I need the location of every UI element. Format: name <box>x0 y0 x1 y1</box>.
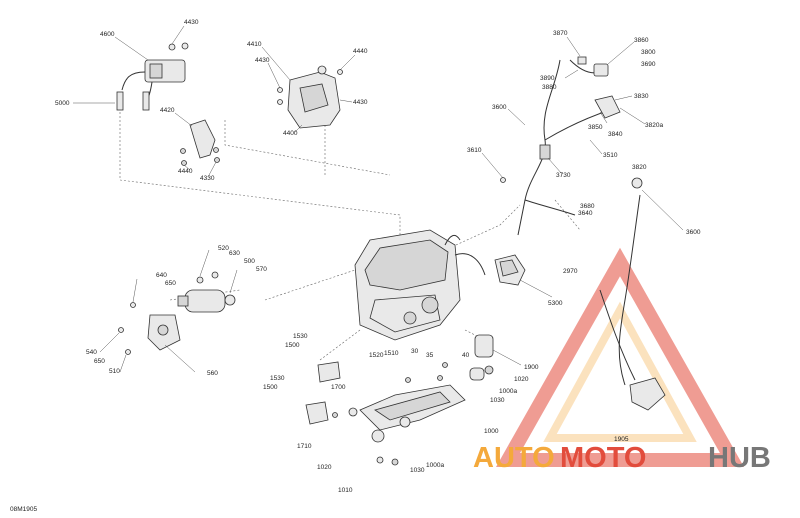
watermark-auto: AUTO <box>473 442 555 474</box>
watermark-logo <box>495 247 745 467</box>
part-number-labels: 4430 4600 5000 4420 4440 4330 4410 4430 4440 4430… <box>55 19 701 494</box>
part-label-640: 640 <box>156 272 167 279</box>
part-label-3830: 3830 <box>634 93 649 100</box>
part-label-1520: 1520 <box>369 352 384 359</box>
part-label-3690: 3690 <box>641 61 656 68</box>
ignition-coil-assembly <box>116 42 189 111</box>
part-label-1000: 1000 <box>484 428 499 435</box>
air-intake-part <box>494 254 526 286</box>
part-label-3870: 3870 <box>553 30 568 37</box>
part-label-4440b: 4440 <box>353 48 368 55</box>
part-label-4600: 4600 <box>100 31 115 38</box>
part-label-1905: 1905 <box>614 436 629 443</box>
part-label-3640: 3640 <box>578 210 593 217</box>
part-label-40: 40 <box>462 352 470 359</box>
part-label-520: 520 <box>218 245 229 252</box>
part-label-4430c: 4430 <box>353 99 368 106</box>
starter-motor <box>118 271 236 355</box>
watermark-hub: HUB <box>708 442 771 474</box>
callout-leader-lines <box>73 25 684 373</box>
part-label-650b: 650 <box>94 358 105 365</box>
part-label-650a: 650 <box>165 280 176 287</box>
part-label-3820: 3820 <box>632 164 647 171</box>
part-label-1710: 1710 <box>297 443 312 450</box>
wiring-harness <box>500 56 666 411</box>
part-label-630: 630 <box>229 250 240 257</box>
part-label-4430b: 4430 <box>255 57 270 64</box>
part-label-540: 540 <box>86 349 97 356</box>
engine-support-bracket <box>277 65 343 129</box>
part-label-1530b: 1530 <box>270 375 285 382</box>
engine-block <box>354 229 486 341</box>
watermark-moto: MOTO <box>560 442 646 474</box>
watermark-text: AUTO MOTO HUB <box>473 442 771 474</box>
part-label-5000: 5000 <box>55 100 70 107</box>
part-label-3800: 3800 <box>641 49 656 56</box>
dashed-leader-lines <box>119 100 581 361</box>
part-label-4410: 4410 <box>247 41 262 48</box>
part-label-2970: 2970 <box>563 268 578 275</box>
part-label-3820a: 3820a <box>645 122 663 129</box>
part-label-4400: 4400 <box>283 130 298 137</box>
part-label-4330: 4330 <box>200 175 215 182</box>
part-label-4420: 4420 <box>160 107 175 114</box>
part-label-510: 510 <box>109 368 120 375</box>
part-label-3730: 3730 <box>556 172 571 179</box>
part-label-1900: 1900 <box>524 364 539 371</box>
engine-mount-assembly <box>305 334 494 466</box>
part-label-3840: 3840 <box>608 131 623 138</box>
part-label-1010: 1010 <box>338 487 353 494</box>
part-label-3880: 3880 <box>542 84 557 91</box>
part-label-4430a: 4430 <box>184 19 199 26</box>
part-label-1500a: 1500 <box>285 342 300 349</box>
part-label-500: 500 <box>244 258 255 265</box>
part-label-3890: 3890 <box>540 75 555 82</box>
part-label-1700: 1700 <box>331 384 346 391</box>
part-label-1020a: 1020 <box>514 376 529 383</box>
part-label-1530a: 1530 <box>293 333 308 340</box>
part-label-3600b: 3600 <box>686 229 701 236</box>
part-label-5300: 5300 <box>548 300 563 307</box>
part-label-1510: 1510 <box>384 350 399 357</box>
part-label-4440a: 4440 <box>178 168 193 175</box>
part-label-3610: 3610 <box>467 147 482 154</box>
diagram-id: 08M1905 <box>10 506 37 513</box>
part-label-35: 35 <box>426 352 434 359</box>
part-label-3600a: 3600 <box>492 104 507 111</box>
part-label-1020b: 1020 <box>317 464 332 471</box>
part-label-3860: 3860 <box>634 37 649 44</box>
part-label-1030a: 1030 <box>490 397 505 404</box>
part-label-1500b: 1500 <box>263 384 278 391</box>
coil-bracket <box>180 119 220 166</box>
part-label-570: 570 <box>256 266 267 273</box>
part-label-3680: 3680 <box>580 203 595 210</box>
part-label-1030b: 1030 <box>410 467 425 474</box>
part-label-3850: 3850 <box>588 124 603 131</box>
part-label-3510: 3510 <box>603 152 618 159</box>
part-label-1000b: 1000a <box>426 462 444 469</box>
part-label-560: 560 <box>207 370 218 377</box>
part-label-30: 30 <box>411 348 419 355</box>
part-label-1000a: 1000a <box>499 388 517 395</box>
